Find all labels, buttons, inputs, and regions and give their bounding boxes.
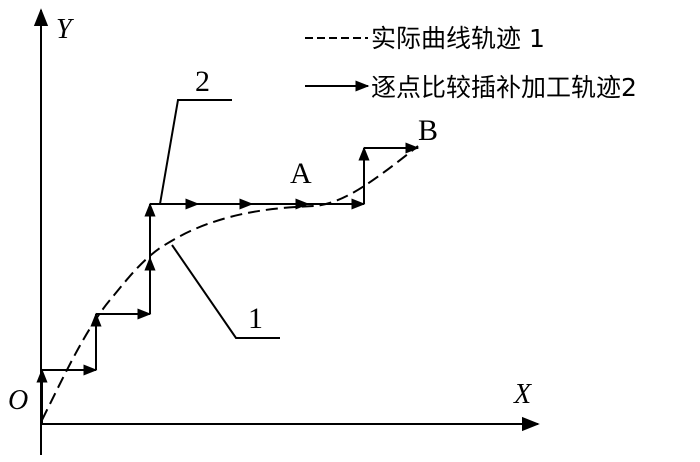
callout-1-label: 1 (248, 302, 263, 335)
point-b-label: B (418, 114, 438, 147)
x-axis-label: X (513, 379, 532, 410)
legend-actual-curve-text: 实际曲线轨迹 1 (371, 24, 545, 53)
callout-1-leader (171, 244, 280, 339)
actual-curve (41, 145, 419, 421)
callout-2-leader (159, 99, 232, 205)
point-a-label: A (290, 157, 312, 190)
callout-2-label: 2 (195, 65, 210, 98)
origin-label: O (8, 385, 28, 416)
y-axis-label: Y (56, 14, 75, 45)
legend-interpolation-text: 逐点比较插补加工轨迹2 (371, 73, 637, 102)
interpolation-path (36, 142, 420, 424)
